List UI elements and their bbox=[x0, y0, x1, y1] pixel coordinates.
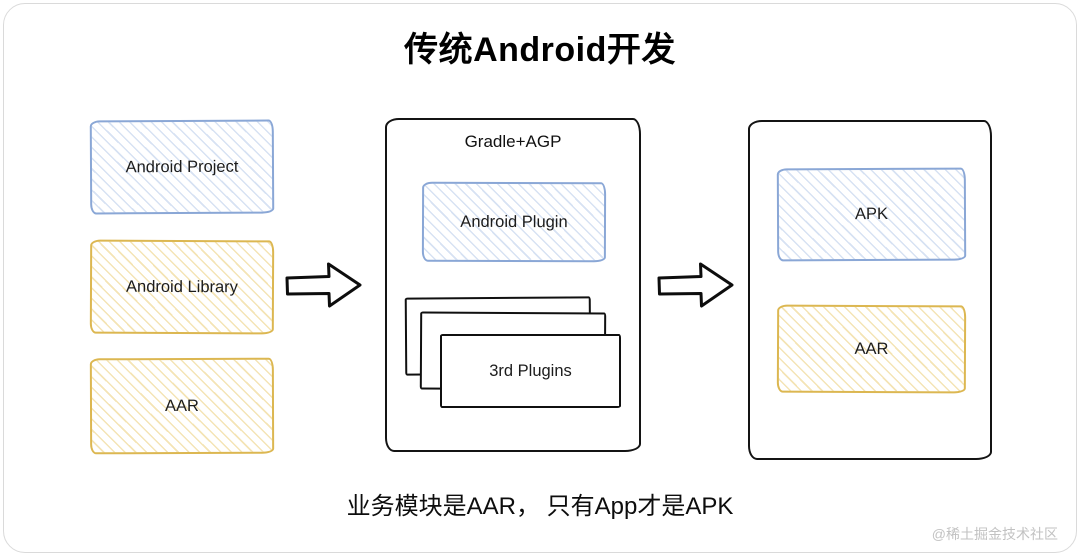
diagram-caption: 业务模块是AAR， 只有App才是APK bbox=[346, 493, 734, 520]
node-3rd-plugins: 3rd Plugins bbox=[440, 334, 621, 408]
node-aar-input: AAR bbox=[89, 357, 275, 455]
node-android-plugin-label: Android Plugin bbox=[460, 212, 568, 231]
node-android-project: Android Project bbox=[89, 119, 275, 215]
node-apk-label: APK bbox=[854, 204, 889, 224]
node-android-plugin: Android Plugin bbox=[421, 181, 607, 263]
node-android-library: Android Library bbox=[89, 239, 275, 335]
node-3rd-plugins-label: 3rd Plugins bbox=[489, 361, 572, 380]
node-aar-input-label: AAR bbox=[164, 396, 199, 415]
node-android-library-label: Android Library bbox=[126, 277, 238, 296]
node-aar-output: AAR bbox=[776, 304, 967, 394]
output-container: APK AAR bbox=[748, 120, 992, 460]
flow-arrow-icon bbox=[285, 262, 362, 308]
gradle-container-title: Gradle+AGP bbox=[464, 132, 562, 151]
node-android-project-label: Android Project bbox=[125, 157, 239, 176]
gradle-container: Gradle+AGP Android Plugin 3rd Plugins bbox=[385, 118, 641, 452]
flow-arrow-icon bbox=[657, 262, 734, 308]
diagram-title: 传统Android开发 bbox=[404, 31, 676, 69]
node-aar-output-label: AAR bbox=[854, 339, 889, 358]
watermark-text: @稀土掘金技术社区 bbox=[931, 526, 1058, 542]
node-apk: APK bbox=[776, 167, 967, 262]
